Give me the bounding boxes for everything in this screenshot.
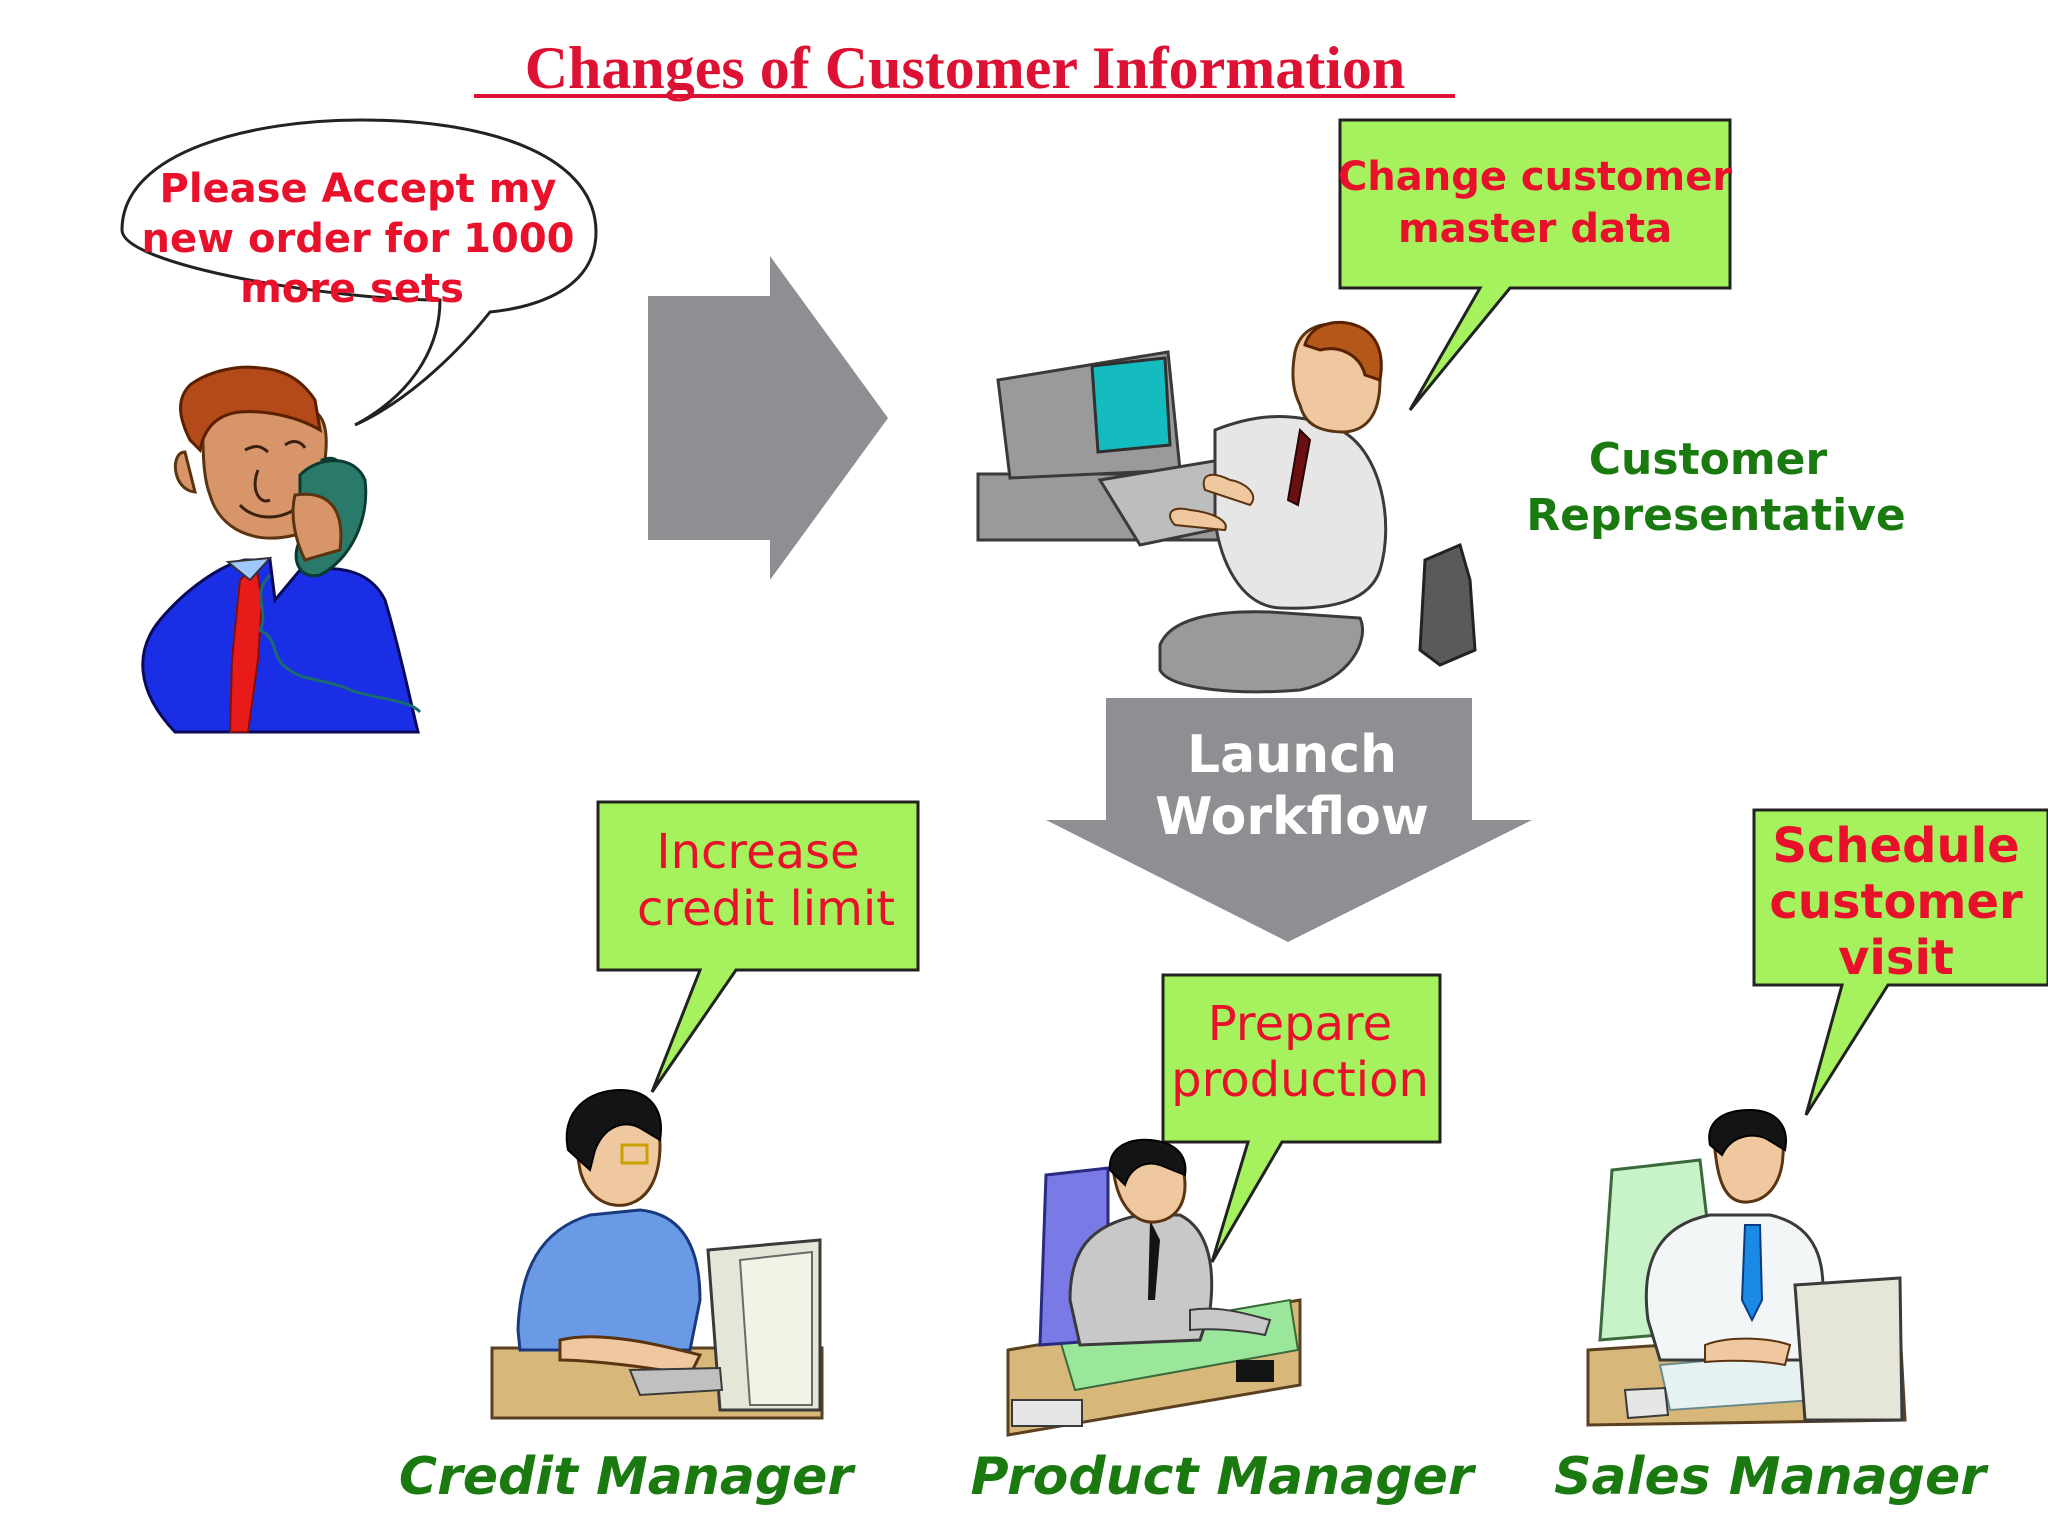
credit-manager-illustration	[490, 1088, 824, 1420]
sales-manager-label: Sales Manager	[1554, 1447, 1989, 1507]
right-arrow	[648, 256, 888, 580]
product-manager-callout-line-1: Prepare	[1208, 996, 1392, 1052]
customer-speech-line-2: new order for 1000	[142, 216, 575, 262]
credit-manager-callout-line-1: Increase	[656, 824, 859, 880]
sales-manager-callout-line-1: Schedule	[1772, 818, 2019, 874]
customer-rep-label-line-1: Customer	[1589, 434, 1828, 485]
launch-workflow-line-1: Launch	[1187, 725, 1397, 785]
sales-manager-illustration	[1586, 1108, 1907, 1427]
credit-manager-callout: Increase credit limit	[596, 800, 920, 1093]
customer-speech-bubble: Please Accept my new order for 1000 more…	[120, 118, 598, 427]
product-manager-callout-line-2: production	[1171, 1052, 1429, 1108]
credit-manager-callout-line-2: credit limit	[637, 881, 895, 937]
customer-rep-callout-line-2: master data	[1398, 206, 1672, 252]
launch-workflow-arrow: Launch Workflow	[1046, 698, 1532, 942]
launch-workflow-line-2: Workflow	[1155, 787, 1429, 847]
customer-speech-line-1: Please Accept my	[160, 166, 557, 212]
product-manager-callout: Prepare production	[1161, 973, 1442, 1263]
sales-manager-callout-line-3: visit	[1838, 930, 1954, 986]
sales-manager-callout: Schedule customer visit	[1752, 808, 2048, 1116]
product-manager-label: Product Manager	[971, 1447, 1477, 1507]
product-manager-illustration	[1006, 1138, 1302, 1437]
customer-speech-line-3: more sets	[240, 266, 464, 312]
customer-rep-at-computer-illustration	[976, 320, 1477, 694]
sales-manager-callout-line-2: customer	[1769, 874, 2023, 930]
customer-rep-callout: Change customer master data	[1338, 118, 1732, 411]
customer-on-phone-illustration	[141, 365, 422, 734]
diagram-title: Changes of Customer Information	[525, 35, 1406, 101]
customer-rep-callout-line-1: Change customer	[1338, 154, 1732, 200]
customer-rep-label-line-2: Representative	[1526, 490, 1905, 541]
credit-manager-label: Credit Manager	[399, 1447, 857, 1507]
